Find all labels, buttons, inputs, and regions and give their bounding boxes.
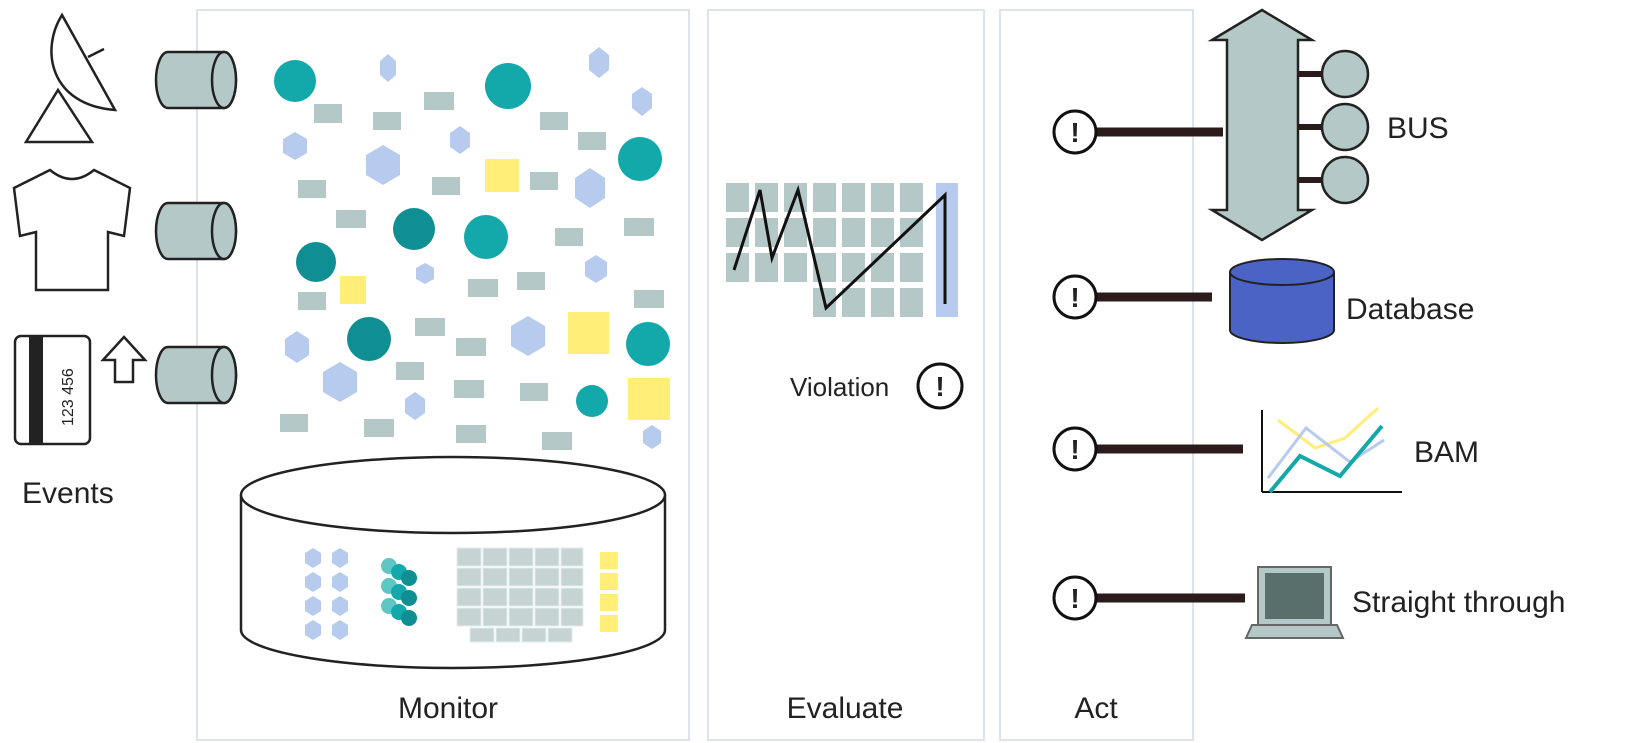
stored-yellow-squares (600, 552, 618, 632)
stored-rectangles (456, 547, 584, 643)
bus-icon (1207, 8, 1370, 242)
svg-text:!: ! (1070, 117, 1079, 148)
stored-hexagons (305, 548, 348, 640)
card-number: 123 456 (60, 368, 77, 426)
upload-arrow-icon (100, 335, 148, 384)
violation-alert-icon: ! (916, 362, 964, 410)
bus-label: BUS (1387, 112, 1449, 145)
bam-label: BAM (1414, 436, 1479, 469)
tshirt-icon (12, 168, 132, 292)
event-channel (154, 201, 238, 261)
alert-connector: ! (1052, 274, 1212, 320)
laptop-icon (1244, 566, 1345, 639)
database-icon (1229, 258, 1335, 344)
alert-connector: ! (1052, 426, 1243, 472)
evaluate-panel (707, 9, 985, 741)
svg-text:!: ! (1070, 282, 1079, 313)
alert-connector: ! (1052, 575, 1245, 621)
svg-text:!: ! (1070, 583, 1079, 614)
event-channel (154, 50, 238, 110)
credit-card-icon: 123 456 (13, 334, 92, 446)
act-panel (999, 9, 1194, 741)
stored-circles (381, 558, 417, 626)
bam-chart-icon (1261, 406, 1402, 494)
event-cloud (274, 47, 670, 450)
evaluation-grid (726, 183, 958, 317)
act-label: Act (1074, 692, 1118, 725)
event-channel (154, 345, 238, 405)
database-label: Database (1346, 293, 1474, 326)
svg-text:!: ! (1070, 434, 1079, 465)
violation-label: Violation (790, 372, 889, 402)
svg-text:!: ! (935, 371, 944, 402)
events-label: Events (22, 477, 114, 510)
alert-connector: ! (1052, 109, 1223, 155)
satellite-dish-icon (23, 12, 118, 144)
evaluate-label: Evaluate (787, 692, 904, 725)
monitor-label: Monitor (398, 692, 498, 725)
violation-column (936, 183, 958, 317)
straight-through-label: Straight through (1352, 586, 1565, 619)
